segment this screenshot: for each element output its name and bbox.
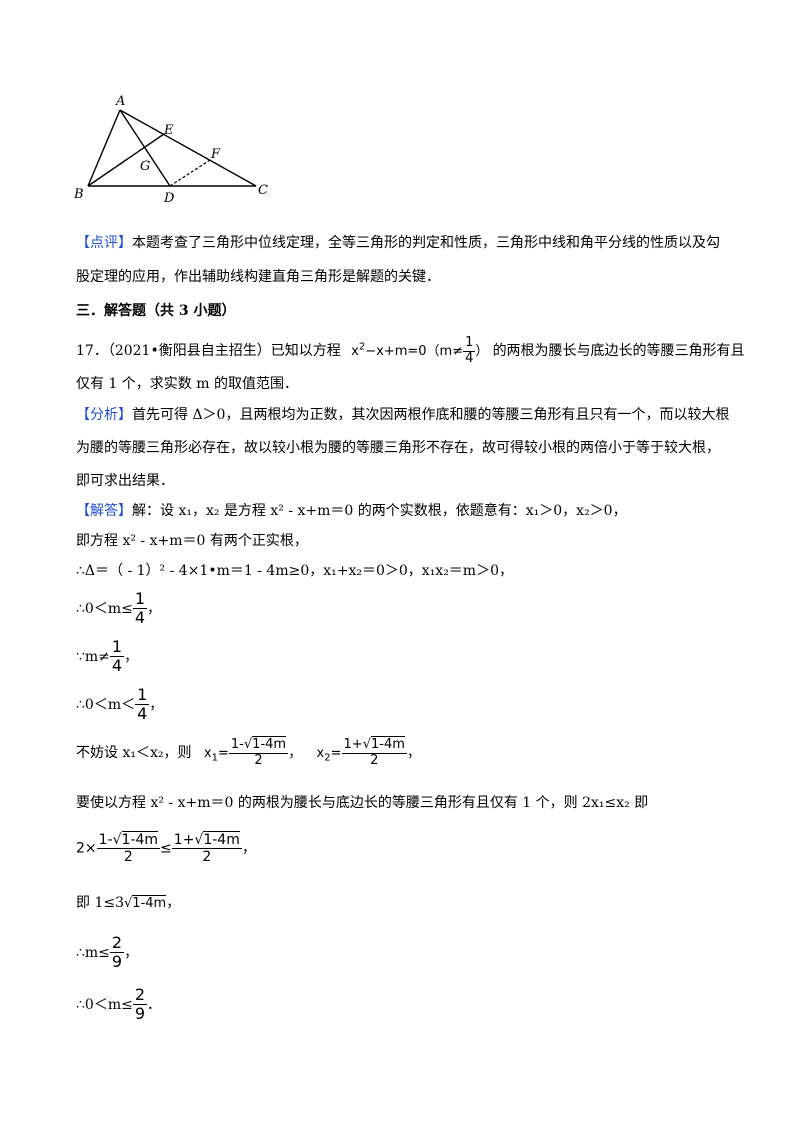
segment-AB xyxy=(87,109,121,187)
label-F: F xyxy=(210,147,221,162)
geometry-figure: A B C D E F G xyxy=(73,94,268,206)
analysis-tag: 【分析】 xyxy=(76,407,132,423)
solution-simplify: 即 1≤3√1-4m， xyxy=(76,895,181,911)
comment-tag: 【点评】 xyxy=(76,235,132,251)
label-A: A xyxy=(115,94,125,109)
solution-line-2: 即方程 x² - x+m＝0 有两个正实根， xyxy=(76,533,308,549)
problem-number: 17． xyxy=(76,342,108,359)
section-title: 三．解答题（共 3 小题） xyxy=(76,303,236,319)
solution-condition: 要使以方程 x² - x+m＝0 的两根为腰长与底边长的等腰三角形有且仅有 1 … xyxy=(76,795,649,811)
label-E: E xyxy=(163,123,174,138)
problem-line-2: 仅有 1 个，求实数 m 的取值范围． xyxy=(76,376,298,392)
label-D: D xyxy=(163,191,175,206)
segment-AC xyxy=(119,109,257,187)
comment-line-1: 【点评】本题考查了三角形中位线定理，全等三角形的判定和性质，三角形中线和角平分线… xyxy=(76,232,720,252)
label-B: B xyxy=(73,187,84,202)
segment-BE xyxy=(87,133,165,187)
analysis-line-3: 即可求出结果． xyxy=(76,473,174,489)
analysis-line-1: 【分析】首先可得 Δ＞0，且两根均为正数，其次因两根作底和腰的等腰三角形有且只有… xyxy=(76,407,730,423)
problem-text-after: 的两根为腰长与底边长的等腰三角形有且 xyxy=(492,342,745,359)
segment-DF xyxy=(169,159,211,187)
solution-line-3: ∴Δ＝（ - 1）² - 4×1•m＝1 - 4m≥0，x₁+x₂＝0＞0，x₁… xyxy=(76,563,513,579)
analysis-line-2: 为腰的等腰三角形必存在，故以较小根为腰的等腰三角形不存在，故可得较小根的两倍小于… xyxy=(76,440,720,456)
label-C: C xyxy=(258,183,268,198)
label-G: G xyxy=(140,159,150,174)
problem-source: （2021•衡阳县自主招生）已知以方程 xyxy=(107,342,341,359)
comment-line-2: 股定理的应用，作出辅助线构建直角三角形是解题的关键． xyxy=(76,269,440,285)
solution-line-1: 【解答】解：设 x₁，x₂ 是方程 x² - x+m＝0 的两个实数根，依题意有… xyxy=(76,503,627,519)
segment-AD xyxy=(119,109,171,187)
solution-tag: 【解答】 xyxy=(76,503,132,519)
comment-text-1: 本题考查了三角形中位线定理，全等三角形的判定和性质，三角形中线和角平分线的性质以… xyxy=(132,235,720,251)
